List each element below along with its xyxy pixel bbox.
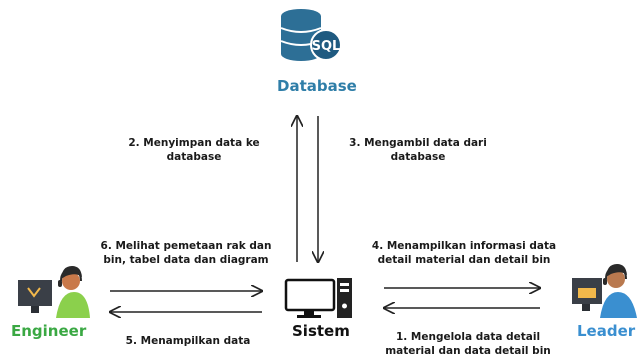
flow-6-line-2: bin, tabel data dan diagram	[103, 254, 269, 266]
database-icon: SQL	[280, 9, 342, 61]
flow-label-6: 6. Melihat pemetaan rak dan bin, tabel d…	[98, 239, 274, 267]
leader-title: Leader	[577, 322, 636, 340]
leader-figure-icon	[572, 264, 637, 318]
flow-2-line-1: 2. Menyimpan data ke	[128, 137, 260, 149]
flow-3-line-1: 3. Mengambil data dari	[349, 137, 487, 149]
sql-badge: SQL	[312, 39, 341, 54]
flow-label-3: 3. Mengambil data dari database	[338, 136, 498, 164]
engineer-title: Engineer	[11, 322, 87, 340]
flow-label-5: 5. Menampilkan data	[108, 334, 268, 348]
engineer-figure-icon	[18, 266, 90, 318]
flow-4-line-2: detail material dan detail bin	[377, 254, 551, 266]
flow-2-line-2: database	[166, 151, 222, 163]
flow-label-1: 1. Mengelola data detail material dan da…	[370, 330, 566, 358]
flow-label-2: 2. Menyimpan data ke database	[119, 136, 269, 164]
flow-1-line-1: 1. Mengelola data detail	[395, 331, 541, 343]
flow-4-line-1: 4. Menampilkan informasi data	[371, 240, 557, 252]
system-title: Sistem	[292, 322, 350, 340]
database-title: Database	[277, 77, 357, 95]
flow-label-4: 4. Menampilkan informasi data detail mat…	[364, 239, 564, 267]
flow-5-line-1: 5. Menampilkan data	[125, 335, 251, 347]
flow-3-line-2: database	[390, 151, 446, 163]
flow-6-line-1: 6. Melihat pemetaan rak dan	[100, 240, 272, 252]
computer-icon	[284, 278, 352, 318]
flow-1-line-2: material dan data detail bin	[385, 345, 551, 357]
